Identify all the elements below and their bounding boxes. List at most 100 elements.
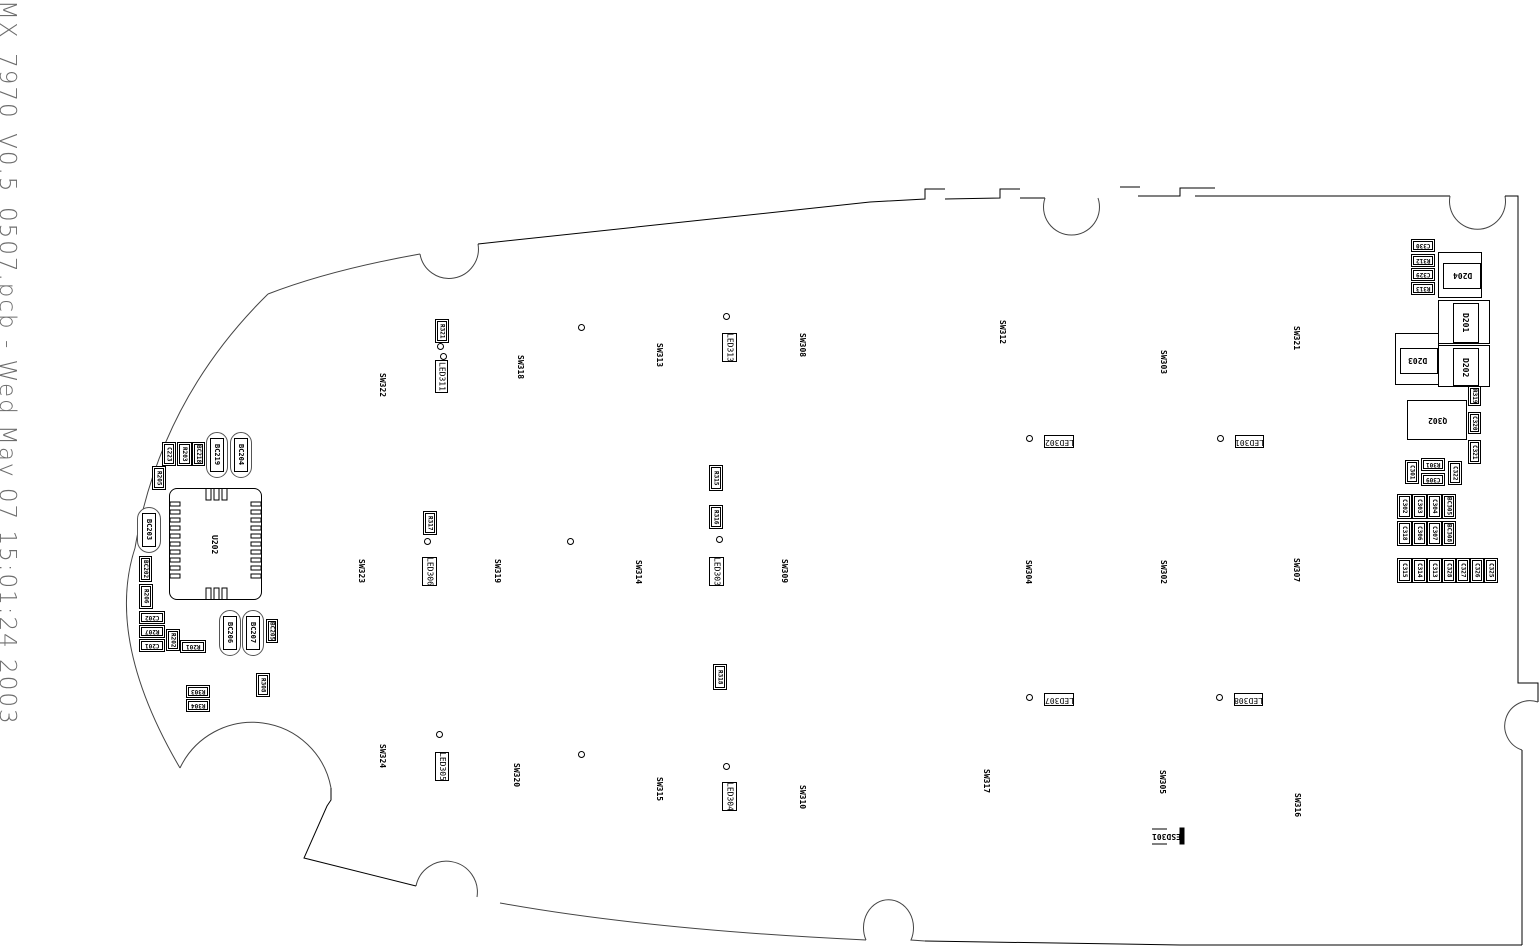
via-hole [723,763,730,770]
led-led301[interactable]: LED301 [1235,435,1264,448]
component-bc218[interactable]: BC218 [192,442,205,466]
capacitor-bc204[interactable]: BC204 [230,432,252,478]
component-c303[interactable]: C303 [1412,494,1427,519]
switch-sw308[interactable]: SW308 [798,333,807,358]
capacitor-bc207[interactable]: BC207 [242,610,264,656]
component-r304[interactable]: R304 [186,699,210,712]
led-led303[interactable]: LED303 [709,557,724,586]
component-r207[interactable]: R207 [139,625,165,638]
component-c326[interactable]: C326 [1470,558,1484,583]
component-c314[interactable]: C314 [1412,558,1427,583]
component-c301[interactable]: C301 [1405,460,1419,484]
component-c304[interactable]: C304 [1427,494,1442,519]
switch-sw314[interactable]: SW314 [634,560,643,585]
component-c201[interactable]: C201 [139,639,165,652]
component-c223[interactable]: C223 [162,442,176,466]
switch-sw322[interactable]: SW322 [378,373,387,398]
component-c330[interactable]: C330 [1411,239,1435,252]
led-led304[interactable]: LED304 [722,782,737,811]
switch-sw318[interactable]: SW318 [516,355,525,380]
led-led307[interactable]: LED307 [1044,693,1074,706]
switch-sw309[interactable]: SW309 [780,559,789,584]
switch-sw313[interactable]: SW313 [655,343,664,368]
switch-sw304[interactable]: SW304 [1024,560,1033,585]
component-label: BC203 [145,519,153,541]
component-r316[interactable]: R316 [709,505,723,529]
component-label: R316 [712,509,720,525]
led-led308[interactable]: LED308 [1234,693,1263,706]
component-r206[interactable]: R206 [139,584,153,609]
via-hole [1216,694,1223,701]
led-led313[interactable]: LED313 [722,333,737,362]
component-r315[interactable]: R315 [709,465,723,491]
component-bc205[interactable]: BC205 [266,619,278,643]
ic-pins [169,488,262,600]
led-label: LED306 [425,557,435,586]
component-c315[interactable]: C315 [1397,558,1412,583]
switch-sw303[interactable]: SW303 [1159,350,1168,375]
component-c318[interactable]: C318 [1397,521,1412,546]
diode-d204[interactable]: D204 [1438,252,1482,298]
component-c328[interactable]: C328 [1442,558,1456,583]
component-r321[interactable]: R321 [435,319,449,343]
component-c320[interactable]: C320 [1468,412,1481,434]
component-bc202[interactable]: BC202 [139,556,152,582]
switch-sw321[interactable]: SW321 [1292,326,1301,351]
diode-d202[interactable]: D202 [1438,345,1490,387]
capacitor-bc219[interactable]: BC219 [206,432,228,478]
via-hole [578,324,585,331]
component-c325[interactable]: C325 [1484,558,1498,583]
capacitor-bc203[interactable]: BC203 [137,507,161,553]
component-c327[interactable]: C327 [1456,558,1470,583]
capacitor-bc206[interactable]: BC206 [219,610,241,656]
component-label: C322 [1451,465,1459,481]
led-led302[interactable]: LED302 [1044,435,1074,448]
component-c202[interactable]: C202 [139,611,165,624]
component-r203[interactable]: R203 [177,442,192,466]
component-r202[interactable]: R202 [166,629,180,651]
component-c329[interactable]: C329 [1411,268,1435,281]
component-r205[interactable]: R205 [152,466,166,490]
component-c306[interactable]: C306 [1412,521,1427,546]
component-label: C325 [1487,563,1495,578]
switch-sw310[interactable]: SW310 [798,785,807,810]
component-label: C327 [1459,563,1467,578]
switch-sw319[interactable]: SW319 [493,559,502,584]
switch-sw302[interactable]: SW302 [1159,560,1168,585]
component-r201[interactable]: R201 [180,640,206,653]
switch-sw312[interactable]: SW312 [998,320,1007,345]
component-c313[interactable]: C313 [1427,558,1442,583]
component-r308[interactable]: R308 [256,673,270,697]
led-led311[interactable]: LED311 [435,360,448,393]
component-bc308[interactable]: BC308 [1442,521,1456,546]
switch-sw324[interactable]: SW324 [378,744,387,769]
transistor-q302[interactable]: Q302 [1407,400,1467,440]
diode-d203[interactable]: D203 [1395,333,1439,385]
switch-sw320[interactable]: SW320 [512,763,521,788]
component-c321[interactable]: C321 [1468,440,1481,464]
component-c309[interactable]: C309 [1421,473,1445,486]
component-r318[interactable]: R318 [713,664,727,690]
switch-sw323[interactable]: SW323 [357,559,366,584]
component-r312[interactable]: R312 [1411,254,1435,267]
switch-sw317[interactable]: SW317 [982,769,991,794]
component-r313[interactable]: R313 [1411,282,1435,295]
led-led305[interactable]: LED305 [435,752,449,781]
switch-sw305[interactable]: SW305 [1158,770,1167,795]
component-r303[interactable]: R303 [186,685,210,698]
switch-sw307[interactable]: SW307 [1292,558,1301,583]
ic-label: D203 [1408,356,1428,365]
component-label: BC205 [268,621,276,641]
led-led306[interactable]: LED306 [422,557,437,586]
component-c302[interactable]: C302 [1397,494,1412,519]
component-bc305[interactable]: BC305 [1442,494,1456,519]
component-c322[interactable]: C322 [1448,461,1462,485]
diode-d201[interactable]: D201 [1438,300,1490,344]
component-r317[interactable]: R317 [423,511,437,535]
component-r301[interactable]: R301 [1421,458,1445,471]
ic-u202[interactable]: U202 [169,488,262,600]
switch-sw315[interactable]: SW315 [655,777,664,802]
switch-sw316[interactable]: SW316 [1293,793,1302,818]
component-r319[interactable]: R319 [1468,386,1481,406]
component-c307[interactable]: C307 [1427,521,1442,546]
